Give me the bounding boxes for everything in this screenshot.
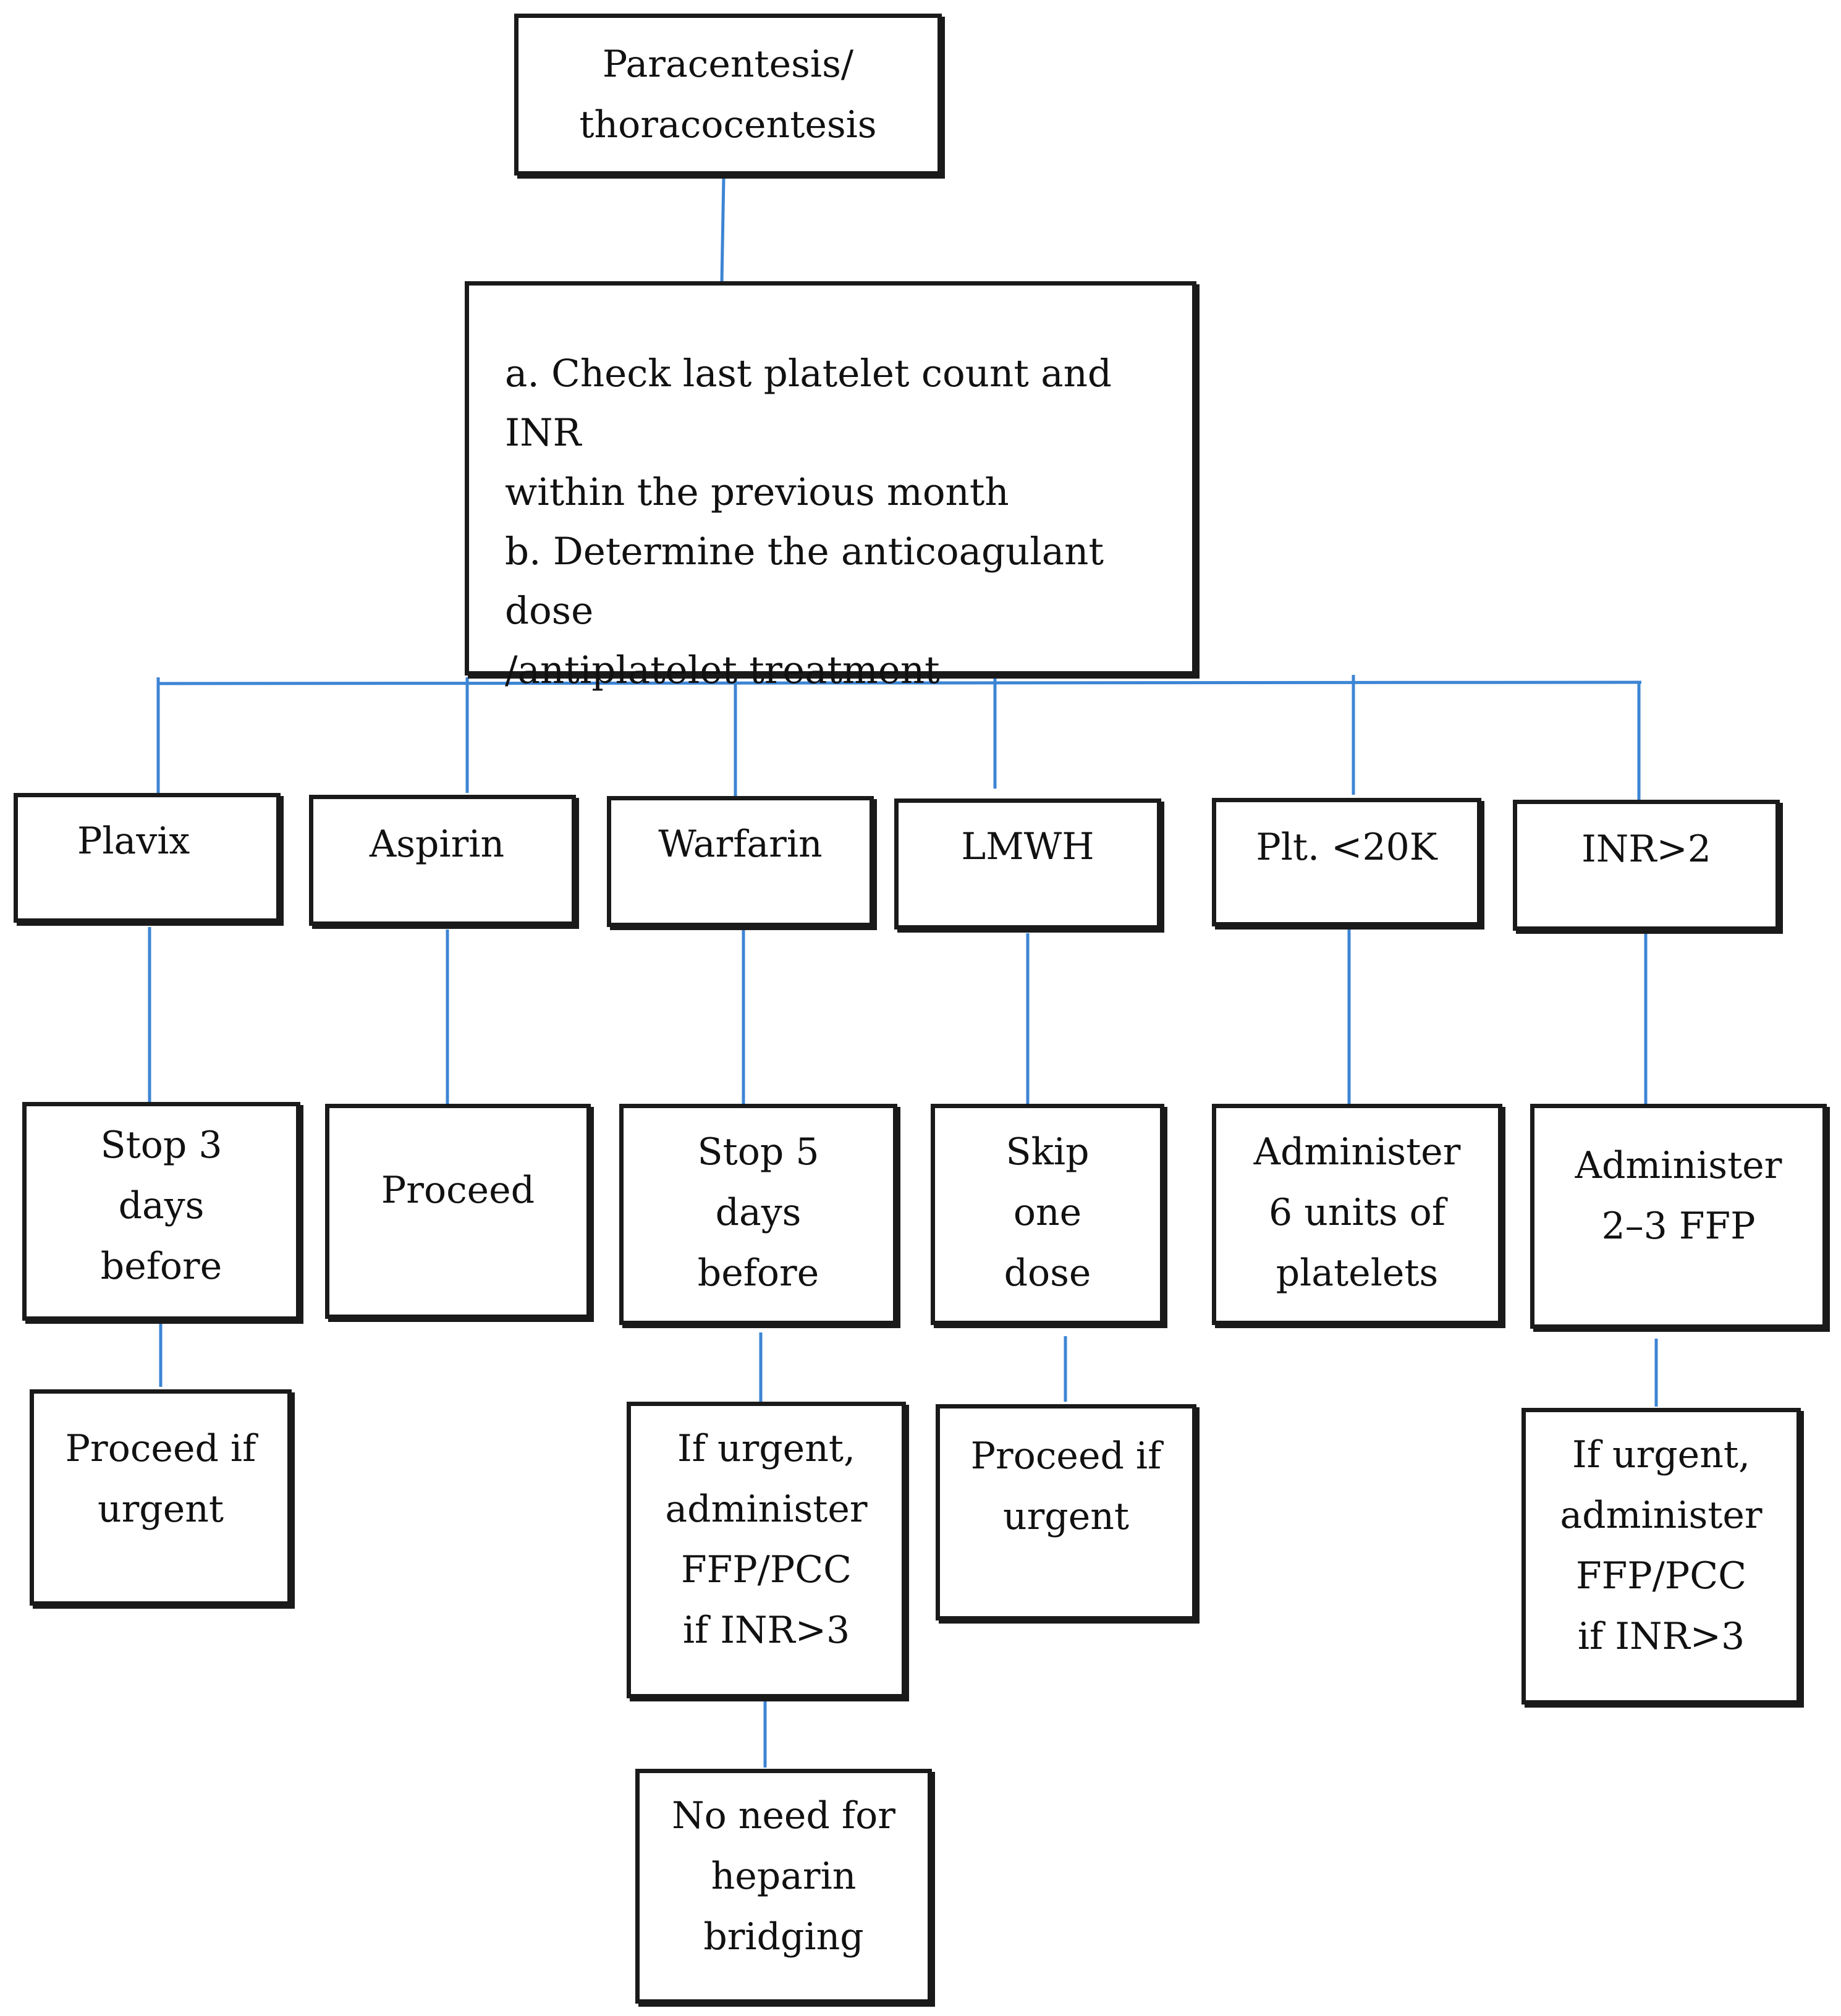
followup-box-inr: If urgent, administer FFP/PCC if INR>3 (1521, 1408, 1801, 1705)
action-text-warfarin: Stop 5 days before (697, 1130, 819, 1295)
check-instructions-box: a. Check last platelet count and INR wit… (465, 281, 1196, 692)
branch-label-plt: Plt. <20K (1256, 826, 1437, 869)
action-text-inr: Administer 2–3 FFP (1575, 1144, 1782, 1248)
branch-label-inr: INR>2 (1581, 828, 1711, 871)
followup-box-warfarin: If urgent, administer FFP/PCC if INR>3 (627, 1402, 906, 1698)
root-label: Paracentesis/ thoracocentesis (579, 43, 877, 146)
action-box-lmwh: Skip one dose (931, 1104, 1164, 1325)
final-box-warfarin: No need for heparin bridging (635, 1769, 932, 2004)
action-box-aspirin: Proceed (325, 1104, 591, 1319)
action-box-plavix: Stop 3 days before (22, 1102, 300, 1321)
branch-label-aspirin: Aspirin (369, 823, 505, 866)
action-box-inr: Administer 2–3 FFP (1530, 1104, 1827, 1329)
action-box-plt: Administer 6 units of platelets (1212, 1104, 1502, 1325)
branch-box-aspirin: Aspirin (309, 795, 576, 926)
followup-box-lmwh: Proceed if urgent (936, 1404, 1196, 1620)
branch-label-lmwh: LMWH (961, 825, 1094, 868)
action-box-warfarin: Stop 5 days before (619, 1104, 897, 1325)
action-text-plt: Administer 6 units of platelets (1253, 1130, 1461, 1295)
followup-text-warfarin: If urgent, administer FFP/PCC if INR>3 (665, 1427, 868, 1652)
check-instructions-text: a. Check last platelet count and INR wit… (505, 352, 1112, 692)
followup-text-plavix: Proceed if urgent (65, 1427, 256, 1531)
action-text-lmwh: Skip one dose (1004, 1130, 1091, 1295)
branch-box-warfarin: Warfarin (607, 796, 874, 927)
followup-text-inr: If urgent, administer FFP/PCC if INR>3 (1560, 1433, 1763, 1658)
followup-text-lmwh: Proceed if urgent (970, 1434, 1162, 1538)
branch-label-plavix: Plavix (77, 820, 190, 863)
branch-label-warfarin: Warfarin (658, 823, 823, 866)
followup-box-plavix: Proceed if urgent (30, 1389, 292, 1606)
branch-box-inr: INR>2 (1513, 800, 1780, 931)
branch-box-plavix: Plavix (14, 793, 281, 923)
root-to-check-line (720, 177, 726, 282)
branch-box-plt: Plt. <20K (1212, 798, 1481, 926)
action-text-aspirin: Proceed (381, 1169, 535, 1212)
branch-box-lmwh: LMWH (894, 798, 1161, 930)
action-text-plavix: Stop 3 days before (100, 1124, 222, 1288)
final-text-warfarin: No need for heparin bridging (672, 1794, 895, 1959)
branch-bus-line (158, 680, 1642, 685)
root-box: Paracentesis/ thoracocentesis (514, 14, 942, 176)
